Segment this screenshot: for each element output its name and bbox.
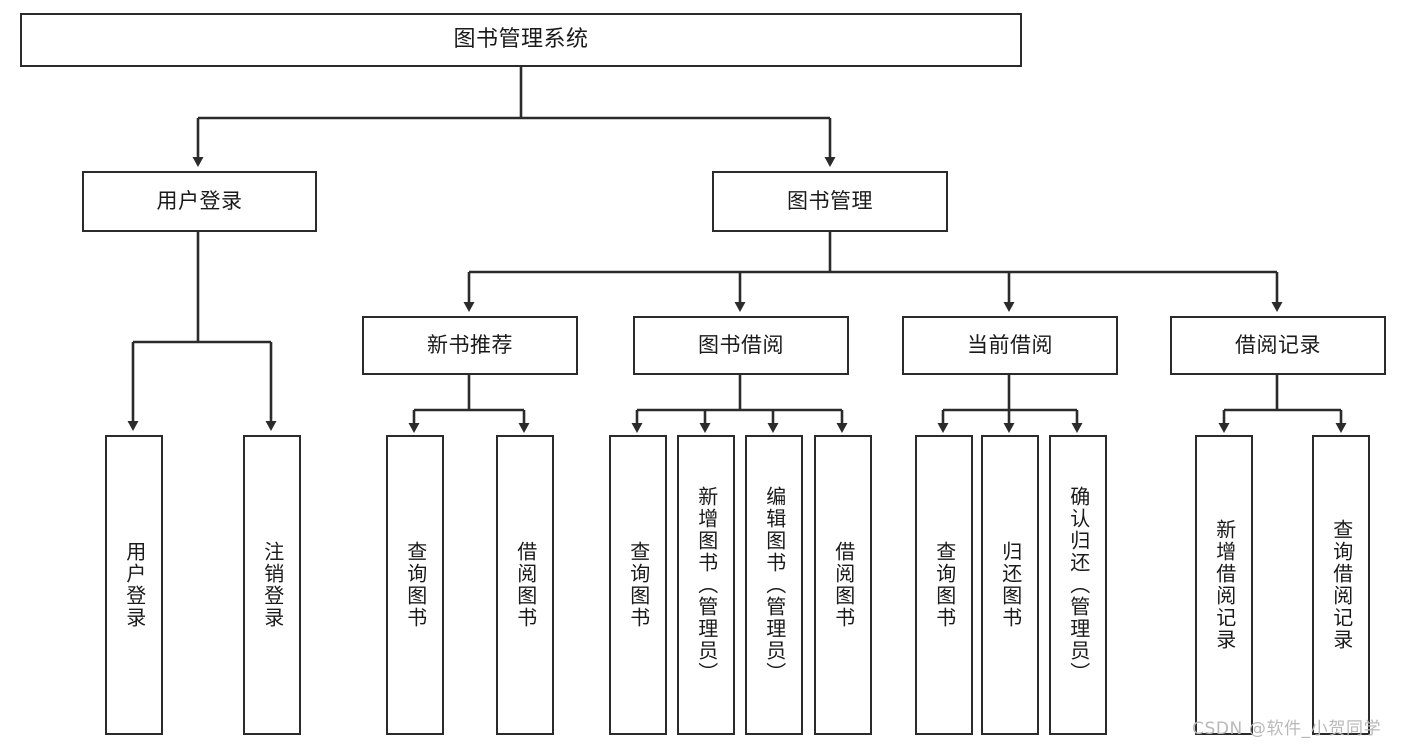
leaf-label: 借阅图书 [513, 541, 538, 629]
leaf-current-query-book[interactable]: 查询图书 [915, 435, 973, 735]
leaf-label: 归还图书 [998, 541, 1023, 629]
node-new-book-recommend[interactable]: 新书推荐 [362, 316, 578, 375]
node-label: 新书推荐 [427, 333, 513, 358]
leaf-label: 新增图书（管理员） [694, 486, 719, 684]
leaf-current-confirm-return-admin[interactable]: 确认归还（管理员） [1049, 435, 1107, 735]
leaf-label: 确认归还（管理员） [1066, 486, 1091, 684]
node-current-borrow[interactable]: 当前借阅 [902, 316, 1118, 375]
leaf-label: 查询图书 [626, 541, 651, 629]
leaf-label: 查询借阅记录 [1329, 519, 1354, 651]
leaf-label: 查询图书 [403, 541, 428, 629]
node-label: 当前借阅 [967, 333, 1053, 358]
leaf-label: 查询图书 [932, 541, 957, 629]
node-label: 用户登录 [156, 189, 243, 214]
node-label: 借阅记录 [1235, 333, 1321, 358]
leaf-label: 用户登录 [122, 541, 147, 629]
leaf-borrow-add-book-admin[interactable]: 新增图书（管理员） [677, 435, 735, 735]
node-root-system[interactable]: 图书管理系统 [20, 13, 1022, 67]
leaf-record-add-record[interactable]: 新增借阅记录 [1195, 435, 1253, 735]
csdn-watermark: CSDN @软件_小贺同学 [1192, 719, 1382, 739]
leaf-borrow-query-book[interactable]: 查询图书 [609, 435, 667, 735]
leaf-current-return-book[interactable]: 归还图书 [981, 435, 1039, 735]
leaf-recommend-query-book[interactable]: 查询图书 [386, 435, 444, 735]
leaf-record-query-record[interactable]: 查询借阅记录 [1312, 435, 1370, 735]
node-book-management[interactable]: 图书管理 [712, 171, 948, 232]
leaf-user-login-signout[interactable]: 注销登录 [243, 435, 301, 735]
node-label: 图书管理系统 [453, 27, 589, 53]
node-user-login[interactable]: 用户登录 [82, 171, 317, 232]
node-borrow-record[interactable]: 借阅记录 [1170, 316, 1386, 375]
leaf-label: 注销登录 [260, 541, 285, 629]
node-label: 图书管理 [787, 189, 873, 214]
leaf-label: 借阅图书 [831, 541, 856, 629]
leaf-label: 新增借阅记录 [1212, 519, 1237, 651]
leaf-label: 编辑图书（管理员） [762, 486, 787, 684]
node-book-borrow[interactable]: 图书借阅 [633, 316, 849, 375]
node-label: 图书借阅 [698, 333, 784, 358]
leaf-borrow-borrow-book[interactable]: 借阅图书 [814, 435, 872, 735]
leaf-user-login-signin[interactable]: 用户登录 [105, 435, 163, 735]
leaf-borrow-edit-book-admin[interactable]: 编辑图书（管理员） [745, 435, 803, 735]
leaf-recommend-borrow-book[interactable]: 借阅图书 [496, 435, 554, 735]
